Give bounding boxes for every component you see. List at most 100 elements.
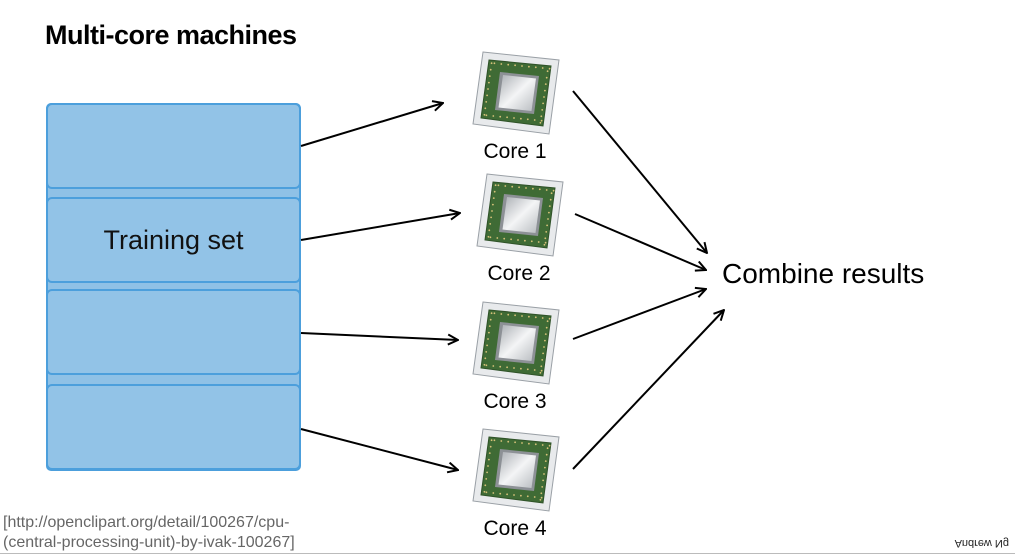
chip-pin — [521, 315, 523, 317]
chip-pin — [485, 101, 488, 103]
chip-pin — [541, 486, 544, 488]
chip-pin — [486, 344, 488, 347]
chip-pin — [538, 188, 541, 191]
chip-pin — [550, 192, 553, 195]
chip-pin — [548, 444, 551, 447]
chip-pin — [533, 496, 536, 498]
slide-title: Multi-core machines — [45, 20, 297, 50]
chip-pin — [506, 366, 508, 369]
chip-pin — [499, 115, 502, 118]
chip-pin — [540, 496, 543, 499]
chip-pin — [489, 68, 492, 71]
chip-pin — [487, 88, 489, 90]
training-block-2: Training set — [46, 197, 301, 283]
chip-pin — [485, 478, 488, 480]
cpu-chip-icon — [476, 173, 564, 257]
chip-pin — [548, 317, 551, 320]
chip-pin — [487, 465, 489, 467]
chip-pin — [517, 239, 519, 241]
chip-pin — [514, 64, 516, 67]
chip-pin — [491, 210, 493, 212]
cpu-chip-icon — [472, 301, 560, 385]
chip-pin — [488, 75, 491, 77]
chip-pin — [514, 441, 516, 444]
core-4: Core 4 — [465, 425, 565, 541]
chip-pin — [539, 121, 542, 124]
chip-die — [498, 75, 536, 111]
chip-pin — [542, 479, 544, 482]
chip-pin — [528, 442, 530, 445]
chip-pin — [544, 237, 547, 240]
chip-pin — [541, 444, 544, 446]
chip-pin — [488, 229, 491, 232]
chip-pin — [483, 113, 486, 116]
chip-pin — [514, 314, 516, 317]
chip-pin — [543, 96, 545, 98]
chip-pin — [489, 223, 492, 225]
chip-pin — [487, 338, 489, 340]
chip-pin — [526, 368, 529, 371]
chip-pin — [492, 492, 495, 494]
chip-pin — [539, 498, 542, 501]
chip-die — [502, 197, 540, 233]
chip-pin — [525, 187, 527, 189]
chip-pin — [518, 186, 520, 189]
core-2: Core 2 — [469, 170, 569, 286]
combine-results-label: Combine results — [722, 258, 925, 289]
arrow-combine-3 — [572, 289, 706, 340]
chip-pin — [488, 458, 490, 461]
chip-pin — [507, 313, 510, 316]
chip-pin — [507, 63, 510, 66]
chip-pin — [489, 236, 492, 239]
chip-pin — [546, 447, 549, 450]
chip-pin — [489, 318, 492, 321]
chip-pin — [540, 119, 543, 122]
chip-pin — [537, 241, 540, 243]
chip-pin — [488, 325, 491, 327]
chip-pin — [492, 197, 495, 199]
chip-pin — [541, 317, 544, 319]
chip-pin — [489, 445, 492, 448]
core-4-label: Core 4 — [483, 517, 547, 540]
chip-pin — [541, 67, 544, 69]
chip-pin — [521, 65, 523, 67]
chip-pin — [494, 184, 497, 187]
chip-pin — [500, 440, 503, 442]
training-block-1 — [46, 103, 301, 189]
chip-pin — [506, 116, 508, 119]
chip-pin — [485, 491, 488, 494]
chip-pin — [526, 118, 529, 121]
chip-pin — [548, 67, 551, 70]
chip-pin — [530, 240, 533, 243]
chip-pin — [487, 235, 490, 238]
chip-pin — [513, 117, 515, 119]
chip-pin — [546, 70, 549, 73]
chip-pin — [544, 460, 547, 462]
chip-pin — [506, 493, 508, 496]
chip-pin — [483, 363, 486, 366]
chip-pin — [542, 352, 544, 355]
chip-pin — [513, 494, 515, 496]
chip-pin — [493, 439, 496, 442]
credit-line-1: [http://openclipart.org/detail/100267/cp… — [3, 514, 290, 531]
chip-pin — [496, 237, 499, 239]
chip-pin — [539, 371, 542, 374]
chip-die — [498, 452, 536, 488]
chip-pin — [545, 326, 548, 329]
chip-pin — [488, 81, 490, 84]
chip-pin — [520, 117, 522, 120]
chip-pin — [511, 185, 514, 188]
chip-pin — [533, 369, 536, 371]
arrow-combine-4 — [572, 310, 724, 470]
chip-pin — [540, 369, 543, 372]
chip-pin — [521, 442, 523, 444]
chip-pin — [545, 76, 548, 79]
chip-pin — [552, 189, 555, 192]
image-credit: [http://openclipart.org/detail/100267/cp… — [3, 513, 295, 553]
chip-pin — [534, 443, 537, 446]
chip-pin — [493, 312, 496, 315]
chip-pin — [485, 364, 488, 367]
chip-pin — [548, 205, 551, 207]
chip-pin — [544, 333, 547, 335]
